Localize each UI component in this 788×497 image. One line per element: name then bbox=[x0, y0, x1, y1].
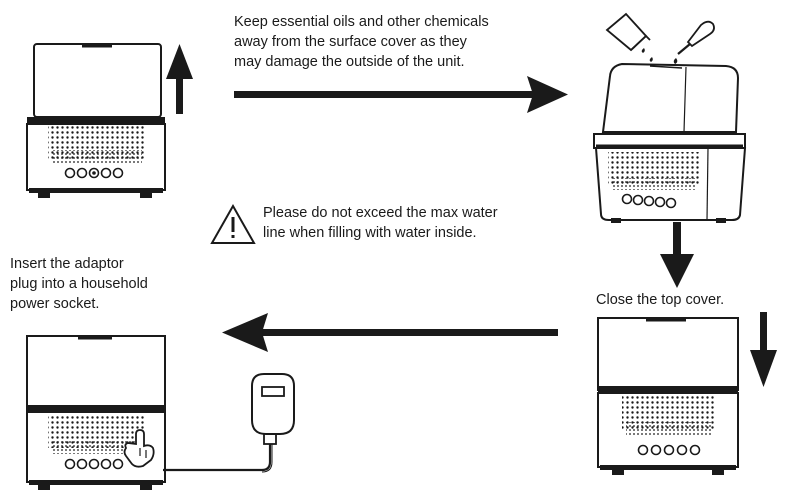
caption-line: away from the surface cover as they bbox=[234, 34, 467, 50]
caption-oils-warning: Keep essential oils and other chemicals … bbox=[234, 12, 489, 72]
humidifier-unit-perspective bbox=[593, 62, 747, 223]
arrow-right bbox=[234, 76, 568, 113]
oil-bottle-icon bbox=[605, 12, 653, 62]
humidifier-unit-cover-lifted bbox=[26, 43, 166, 198]
caption-line: Close the top cover. bbox=[596, 292, 725, 308]
arrow-left bbox=[222, 313, 558, 352]
arrow-down bbox=[660, 222, 694, 288]
arrow-up bbox=[166, 44, 193, 114]
control-buttons bbox=[621, 193, 677, 209]
caption-close-cover: Close the top cover. bbox=[596, 290, 724, 310]
control-buttons bbox=[64, 167, 124, 179]
pointing-hand-icon bbox=[123, 429, 155, 468]
control-buttons bbox=[64, 458, 124, 470]
warning-triangle-icon bbox=[210, 203, 256, 244]
caption-water-warning: Please do not exceed the max water line … bbox=[263, 203, 498, 243]
control-buttons bbox=[637, 444, 701, 456]
humidifier-unit-cover-closed bbox=[597, 317, 739, 475]
caption-line: Keep essential oils and other chemicals bbox=[234, 14, 489, 30]
caption-line: Insert the adaptor bbox=[10, 256, 124, 272]
caption-line: line when filling with water inside. bbox=[263, 225, 477, 241]
dropper-icon bbox=[673, 20, 715, 64]
arrow-down-cover bbox=[750, 312, 777, 387]
caption-line: Please do not exceed the max water bbox=[263, 205, 498, 221]
power-adaptor-icon bbox=[163, 373, 295, 473]
caption-adaptor: Insert the adaptor plug into a household… bbox=[10, 254, 148, 314]
caption-line: power socket. bbox=[10, 296, 100, 312]
caption-line: may damage the outside of the unit. bbox=[234, 54, 465, 70]
caption-line: plug into a household bbox=[10, 276, 148, 292]
humidifier-unit-plugged bbox=[26, 335, 166, 490]
